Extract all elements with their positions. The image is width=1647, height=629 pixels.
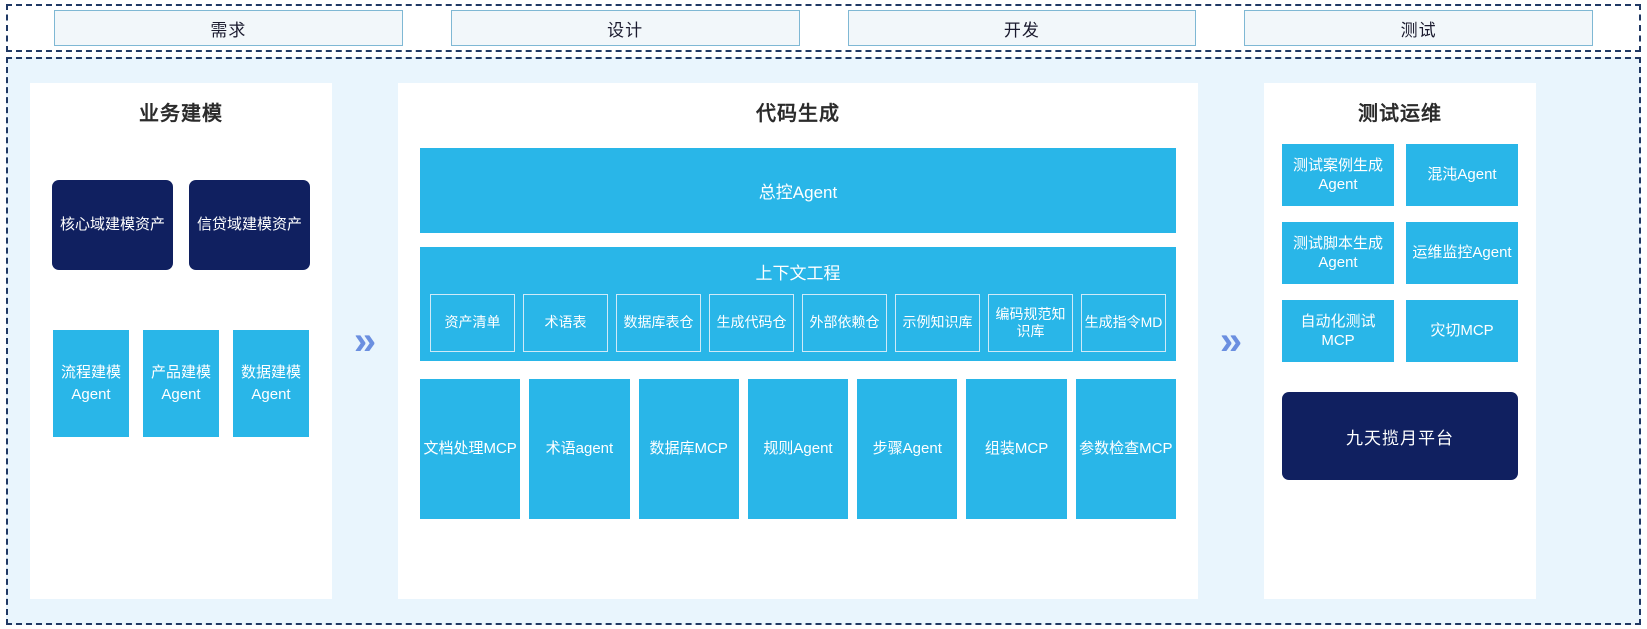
ops-chaos-agent[interactable]: 混沌Agent [1406,144,1518,206]
phase-tab-design[interactable]: 设计 [450,10,800,46]
context-item-db-table-repo[interactable]: 数据库表仓 [616,294,701,352]
tool-parameter-check-mcp[interactable]: 参数检查MCP [1075,379,1176,519]
panel-business-modeling: 业务建模 核心域建模资产 信贷域建模资产 流程建模Agent 产品建模Agent… [30,83,332,599]
tool-assembly-mcp[interactable]: 组装MCP [966,379,1067,519]
tool-rule-agent[interactable]: 规则Agent [747,379,849,519]
panel-test-operations: 测试运维 测试案例生成Agent 混沌Agent 测试脚本生成Agent 运维监… [1264,83,1536,599]
chevron-right-icon-1: » [353,319,377,363]
context-item-coding-standard-knowledge-base[interactable]: 编码规范知识库 [988,294,1073,352]
chevron-right-icon-2: » [1219,319,1243,363]
tool-document-processing-mcp[interactable]: 文档处理MCP [420,379,521,519]
context-item-glossary[interactable]: 术语表 [523,294,608,352]
modeling-agent-row: 流程建模Agent 产品建模Agent 数据建模Agent [30,330,332,437]
phase-tab-requirements[interactable]: 需求 [54,10,403,46]
panel-code-generation: 代码生成 总控Agent 上下文工程 资产清单 术语表 数据库表仓 生成代码仓 … [398,83,1198,599]
ops-disaster-switch-mcp[interactable]: 灾切MCP [1406,300,1518,362]
modeling-agent-process[interactable]: 流程建模Agent [53,330,129,437]
tool-step-agent[interactable]: 步骤Agent [857,379,958,519]
phase-bar: 需求 设计 开发 测试 [6,4,1641,52]
phase-tab-development[interactable]: 开发 [847,10,1197,46]
modeling-agent-data[interactable]: 数据建模Agent [233,330,309,437]
ops-item-grid: 测试案例生成Agent 混沌Agent 测试脚本生成Agent 运维监控Agen… [1264,126,1536,362]
context-item-asset-inventory[interactable]: 资产清单 [430,294,515,352]
phase-tab-testing[interactable]: 测试 [1244,10,1593,46]
tool-box-row: 文档处理MCP 术语agent 数据库MCP 规则Agent 步骤Agent 组… [420,379,1176,519]
pipeline-body: 业务建模 核心域建模资产 信贷域建模资产 流程建模Agent 产品建模Agent… [6,57,1641,625]
ops-automated-test-mcp[interactable]: 自动化测试MCP [1282,300,1394,362]
ops-monitoring-agent[interactable]: 运维监控Agent [1406,222,1518,284]
tool-database-mcp[interactable]: 数据库MCP [638,379,739,519]
modeling-agent-product[interactable]: 产品建模Agent [143,330,219,437]
context-item-generation-instruction-md[interactable]: 生成指令MD [1081,294,1166,352]
context-item-example-knowledge-base[interactable]: 示例知识库 [895,294,980,352]
asset-box-credit-domain[interactable]: 信贷域建模资产 [189,180,310,270]
master-control-agent[interactable]: 总控Agent [420,148,1176,233]
panel-title-test-operations: 测试运维 [1358,103,1442,125]
platform-jiutian-lanyue[interactable]: 九天揽月平台 [1282,392,1518,480]
panel-title-business-modeling: 业务建模 [139,103,223,125]
ops-test-script-generation-agent[interactable]: 测试脚本生成Agent [1282,222,1394,284]
context-item-row: 资产清单 术语表 数据库表仓 生成代码仓 外部依赖仓 示例知识库 编码规范知识库… [420,294,1176,352]
context-item-generated-code-repo[interactable]: 生成代码仓 [709,294,794,352]
context-engineering-block: 上下文工程 资产清单 术语表 数据库表仓 生成代码仓 外部依赖仓 示例知识库 编… [420,247,1176,361]
tool-glossary-agent[interactable]: 术语agent [529,379,630,519]
asset-box-row: 核心域建模资产 信贷域建模资产 [30,180,332,270]
context-item-external-dependency-repo[interactable]: 外部依赖仓 [802,294,887,352]
asset-box-core-domain[interactable]: 核心域建模资产 [52,180,173,270]
context-engineering-title: 上下文工程 [755,264,841,283]
ops-test-case-generation-agent[interactable]: 测试案例生成Agent [1282,144,1394,206]
panel-title-code-generation: 代码生成 [756,103,840,125]
